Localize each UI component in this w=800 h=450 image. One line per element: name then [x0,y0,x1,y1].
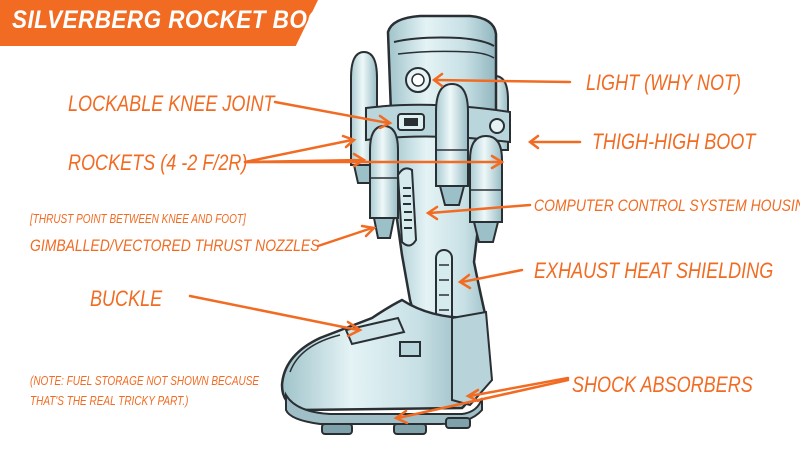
buckle [344,316,421,357]
front-rocket-center [435,82,469,206]
label-buckle: BUCKLE [90,286,163,311]
label-shock-absorbers: SHOCK ABSORBERS [572,372,753,397]
label-computer-housing: COMPUTER CONTROL SYSTEM HOUSING [534,196,800,215]
label-note-line2: THAT'S THE REAL TRICKY PART.) [30,394,189,408]
sole [285,391,483,435]
leader-arrows [188,72,582,425]
label-lockable-knee-joint: LOCKABLE KNEE JOINT [68,91,275,116]
label-gimballed-nozzles: GIMBALLED/VECTORED THRUST NOZZLES [30,236,320,255]
label-light: LIGHT (WHY NOT) [586,70,742,95]
front-rocket-right [469,134,503,243]
label-rockets: ROCKETS (4 -2 F/2R) [68,150,248,175]
label-exhaust-heat-shielding: EXHAUST HEAT SHIELDING [534,258,774,283]
label-thrust-point-note: [THRUST POINT BETWEEN KNEE AND FOOT] [30,212,246,226]
computer-housing [396,167,418,247]
diagram-title: SILVERBERG ROCKET BOOT [12,6,340,34]
label-thigh-high-boot: THIGH-HIGH BOOT [592,129,756,154]
boot-foot [280,298,480,412]
front-rocket-left [369,124,399,239]
title-banner [0,0,318,46]
light [405,67,431,93]
label-note-line1: (NOTE: FUEL STORAGE NOT SHOWN BECAUSE [30,374,260,388]
